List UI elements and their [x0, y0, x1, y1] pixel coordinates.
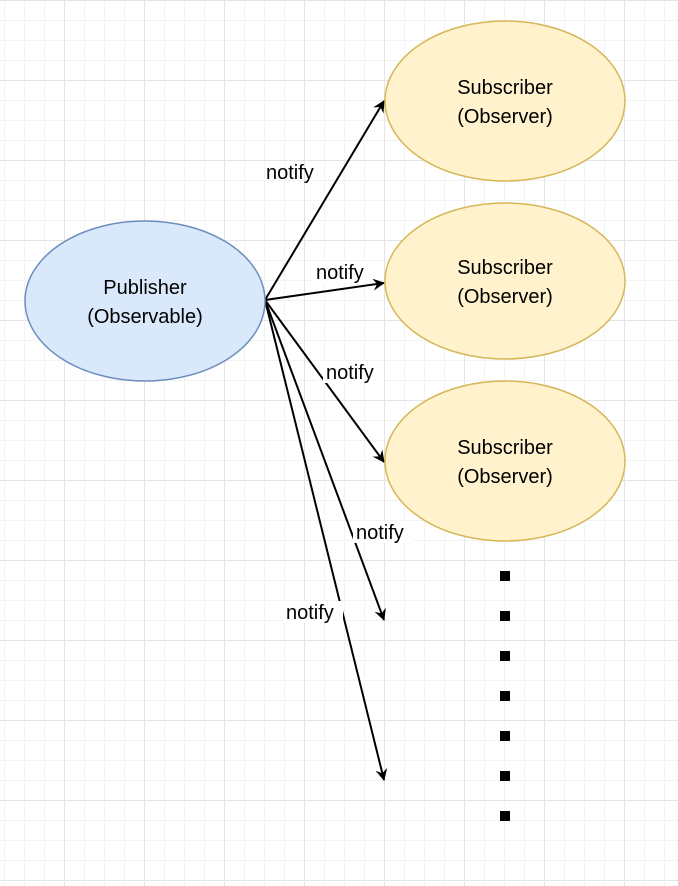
subscriber-subtitle: (Observer): [457, 286, 553, 308]
edge-label: notify: [286, 602, 334, 624]
ellipsis-dot: [500, 571, 510, 581]
publisher-title: Publisher: [103, 277, 187, 299]
edge-to-more-subscribers-1[interactable]: [264, 299, 386, 621]
ellipsis-dot: [500, 731, 510, 741]
publisher-node[interactable]: Publisher (Observable): [24, 220, 266, 382]
edge-to-subscriber-2[interactable]: [264, 278, 385, 301]
edge-label: notify: [326, 362, 374, 384]
subscriber-subtitle: (Observer): [457, 466, 553, 488]
subscriber-node[interactable]: Subscriber (Observer): [384, 380, 626, 542]
publisher-shape: [24, 220, 266, 382]
subscriber-node[interactable]: Subscriber (Observer): [384, 20, 626, 182]
publisher-subtitle: (Observable): [87, 306, 203, 328]
edge-labels: notify notify notify notify notify: [266, 162, 413, 624]
edge-label: notify: [266, 162, 314, 184]
edges: [264, 100, 388, 781]
subscriber-shape: [384, 380, 626, 542]
ellipsis-dot: [500, 651, 510, 661]
subscriber-title: Subscriber: [457, 257, 553, 279]
subscriber-subtitle: (Observer): [457, 106, 553, 128]
subscriber-node[interactable]: Subscriber (Observer): [384, 202, 626, 360]
subscriber-shape: [384, 202, 626, 360]
ellipsis-dot: [500, 771, 510, 781]
edge-to-more-subscribers-2[interactable]: [264, 299, 388, 781]
edge-label: notify: [316, 262, 364, 284]
ellipsis-dot: [500, 811, 510, 821]
ellipsis-dot: [500, 611, 510, 621]
subscriber-title: Subscriber: [457, 437, 553, 459]
subscriber-shape: [384, 20, 626, 182]
subscriber-title: Subscriber: [457, 77, 553, 99]
edge-to-subscriber-1[interactable]: [264, 100, 385, 301]
continuation-ellipsis: [500, 571, 510, 821]
ellipsis-dot: [500, 691, 510, 701]
edge-label: notify: [356, 522, 404, 544]
